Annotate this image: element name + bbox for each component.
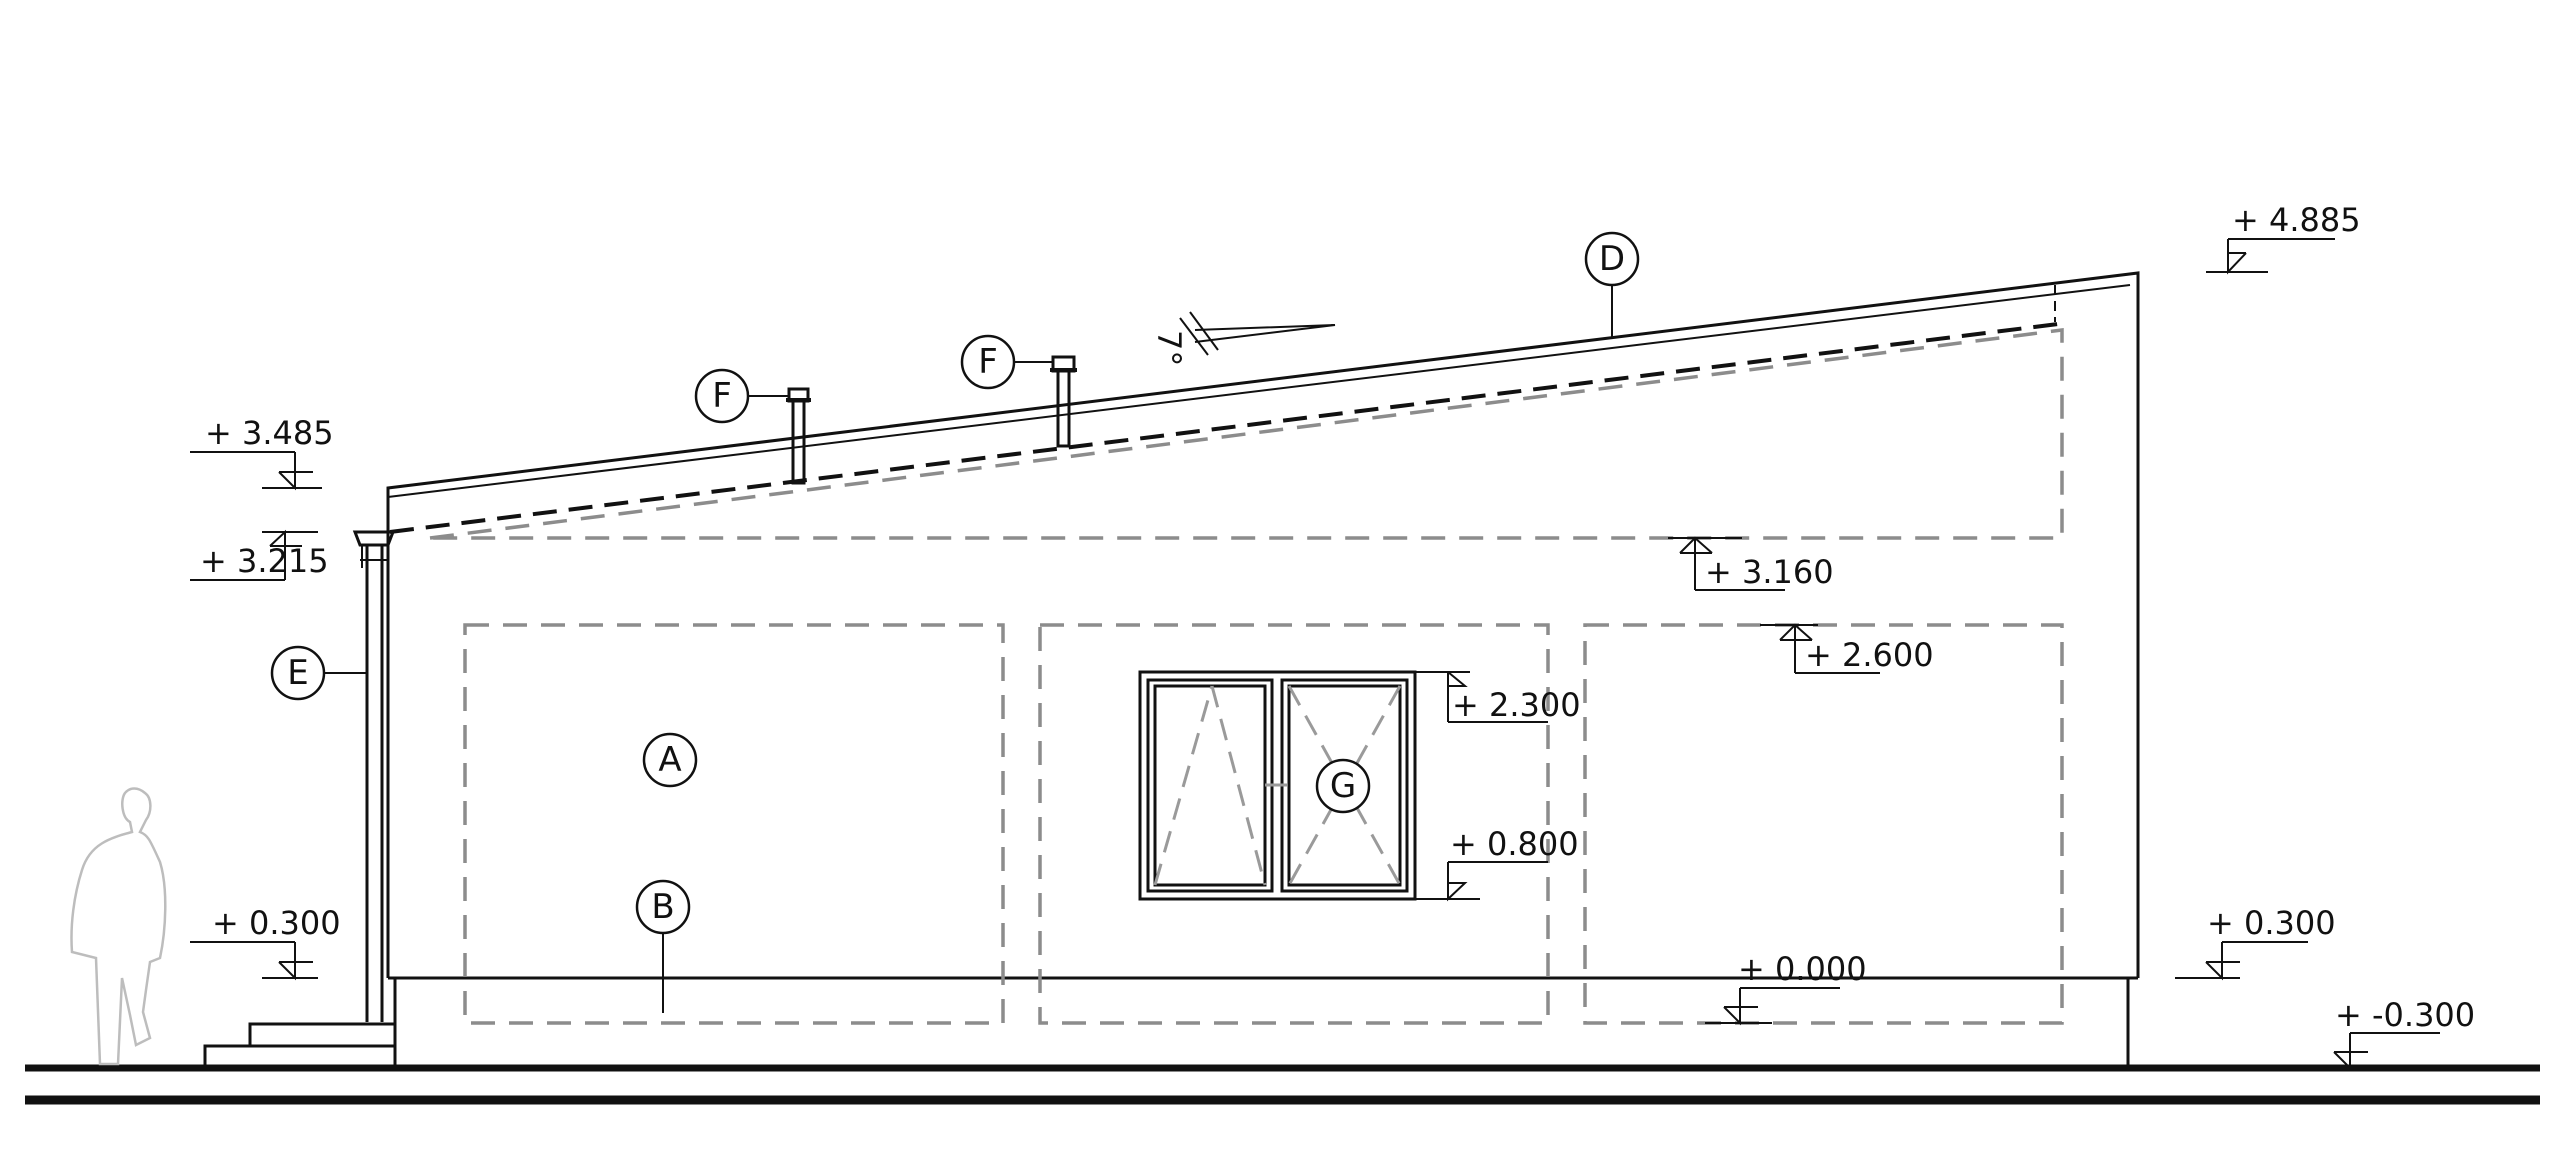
roof-hidden-line — [389, 285, 2059, 534]
svg-text:A: A — [658, 740, 681, 780]
downpipe — [352, 530, 396, 1022]
wall-panel-right — [1583, 623, 2064, 1025]
svg-text:E: E — [287, 653, 308, 693]
callout-g-window: G — [1315, 758, 1371, 814]
level-gutter: + 3.215 — [190, 529, 329, 581]
slope-label: 7° — [1150, 330, 1188, 366]
svg-text:+ 0.300: + 0.300 — [2207, 904, 2336, 942]
callout-f-vent-1: F — [694, 368, 789, 424]
window — [1138, 670, 1417, 901]
svg-text:+ 0.000: + 0.000 — [1738, 950, 1867, 988]
wall-panel-middle — [1038, 623, 1550, 1025]
level-floor: + 0.000 — [1705, 950, 1867, 1026]
svg-text:B: B — [651, 887, 674, 927]
callout-f-vent-2: F — [960, 334, 1053, 390]
callout-d: D — [1584, 231, 1640, 338]
callout-e-downpipe: E — [270, 645, 367, 701]
level-roof-low: + 3.485 — [190, 414, 334, 491]
gable-panel — [429, 328, 2064, 540]
svg-text:+ -0.300: + -0.300 — [2335, 996, 2475, 1034]
wall-panel-left — [463, 623, 1005, 1025]
entrance-steps — [203, 1022, 395, 1068]
human-figure — [70, 787, 167, 1066]
level-window-top: + 2.300 — [1415, 671, 1581, 724]
level-roof-top: + 4.885 — [2206, 201, 2361, 275]
svg-text:+ 2.600: + 2.600 — [1805, 636, 1934, 674]
level-ceiling: + 3.160 — [1668, 536, 1834, 591]
level-panel-top: + 2.600 — [1760, 623, 1934, 674]
svg-text:G: G — [1330, 766, 1356, 806]
level-plinth-right: + 0.300 — [2175, 904, 2336, 981]
svg-text:+ 3.485: + 3.485 — [205, 414, 334, 452]
svg-text:F: F — [712, 376, 732, 416]
svg-text:+ 4.885: + 4.885 — [2232, 201, 2361, 239]
svg-text:+ 0.800: + 0.800 — [1450, 825, 1579, 863]
vent-pipe-2 — [1050, 355, 1077, 448]
building-outline — [386, 271, 2140, 980]
slope-indicator: 7° — [1150, 311, 1336, 366]
svg-text:D: D — [1599, 239, 1625, 279]
svg-text:F: F — [978, 342, 998, 382]
level-window-sill: + 0.800 — [1415, 825, 1579, 902]
svg-text:+ 3.215: + 3.215 — [200, 542, 329, 580]
callout-b: B — [635, 879, 691, 1013]
svg-text:+ 0.300: + 0.300 — [212, 904, 341, 942]
svg-text:+ 2.300: + 2.300 — [1452, 686, 1581, 724]
svg-text:+ 3.160: + 3.160 — [1705, 553, 1834, 591]
level-terrain: + -0.300 — [2333, 996, 2475, 1071]
level-plinth-left: + 0.300 — [190, 904, 341, 981]
callout-a: A — [642, 732, 698, 788]
